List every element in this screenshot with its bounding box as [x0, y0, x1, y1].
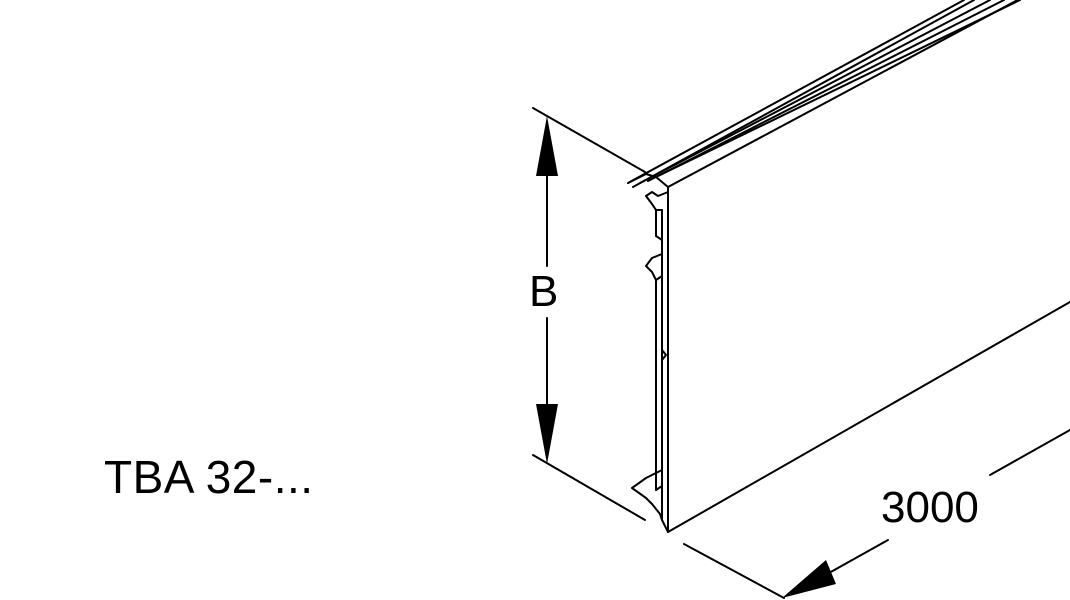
height-extension-lines — [532, 107, 646, 521]
arrow-left-down-icon — [782, 560, 836, 598]
arrow-down-icon — [536, 404, 558, 464]
length-dimension-lines — [683, 429, 1070, 599]
panel-bottom-edge — [667, 301, 1070, 533]
height-dimension-label: B — [529, 267, 559, 316]
top-clip-profile — [627, 173, 669, 211]
middle-notch — [661, 349, 667, 361]
panel-front-face — [655, 186, 669, 533]
part-number-label: TBA 32-... — [104, 451, 314, 503]
arrow-up-icon — [536, 116, 558, 176]
middle-clip-profile — [645, 235, 663, 281]
length-dimension-label: 3000 — [881, 483, 979, 532]
top-rail-edges — [627, 0, 1021, 188]
bottom-clip-profile — [631, 469, 669, 533]
